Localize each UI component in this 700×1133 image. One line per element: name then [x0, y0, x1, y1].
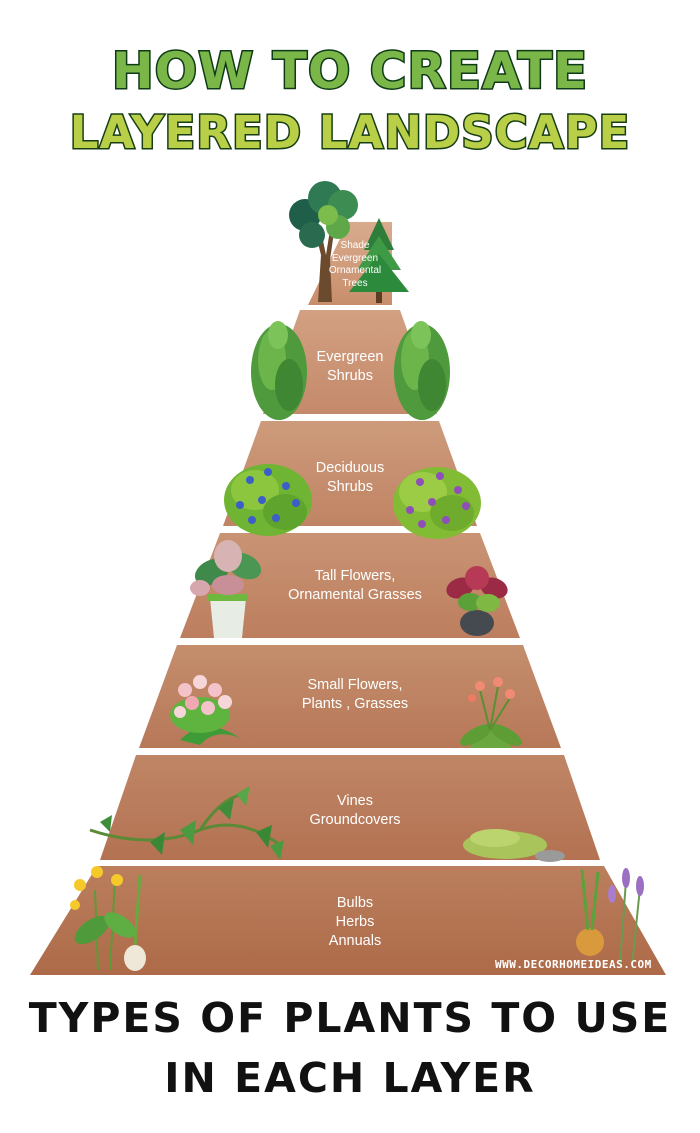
layer-6-label: Vines Groundcovers: [280, 792, 430, 830]
layer-3-line-1: Deciduous: [285, 459, 415, 478]
layer-6-line-2: Groundcovers: [280, 811, 430, 830]
layer-3-label: Deciduous Shrubs: [285, 459, 415, 497]
layer-5-line-1: Small Flowers,: [270, 676, 440, 695]
layer-3-line-2: Shrubs: [285, 478, 415, 497]
layer-7-line-2: Herbs: [290, 913, 420, 932]
layer-1-line-2: Evergreen: [300, 253, 410, 266]
layer-1-label: Shade Evergreen Ornamental Trees: [300, 240, 410, 290]
layer-7-line-1: Bulbs: [290, 894, 420, 913]
layer-4-line-1: Tall Flowers,: [260, 567, 450, 586]
layer-7-line-3: Annuals: [290, 932, 420, 951]
layer-2-label: Evergreen Shrubs: [290, 348, 410, 386]
website-watermark: WWW.DECORHOMEIDEAS.COM: [495, 958, 652, 971]
layer-1-line-4: Trees: [300, 278, 410, 291]
layer-2-line-2: Shrubs: [290, 367, 410, 386]
footer-line-2: IN EACH LAYER: [0, 1054, 700, 1102]
layer-1-line-1: Shade: [300, 240, 410, 253]
layer-4-label: Tall Flowers, Ornamental Grasses: [260, 567, 450, 605]
layer-6-line-1: Vines: [280, 792, 430, 811]
layer-2-line-1: Evergreen: [290, 348, 410, 367]
layer-1-line-3: Ornamental: [300, 265, 410, 278]
layer-5-line-2: Plants , Grasses: [270, 695, 440, 714]
layer-4-line-2: Ornamental Grasses: [260, 586, 450, 605]
layer-5-label: Small Flowers, Plants , Grasses: [270, 676, 440, 714]
footer-line-1: TYPES OF PLANTS TO USE: [0, 994, 700, 1042]
layer-7-label: Bulbs Herbs Annuals: [290, 894, 420, 951]
